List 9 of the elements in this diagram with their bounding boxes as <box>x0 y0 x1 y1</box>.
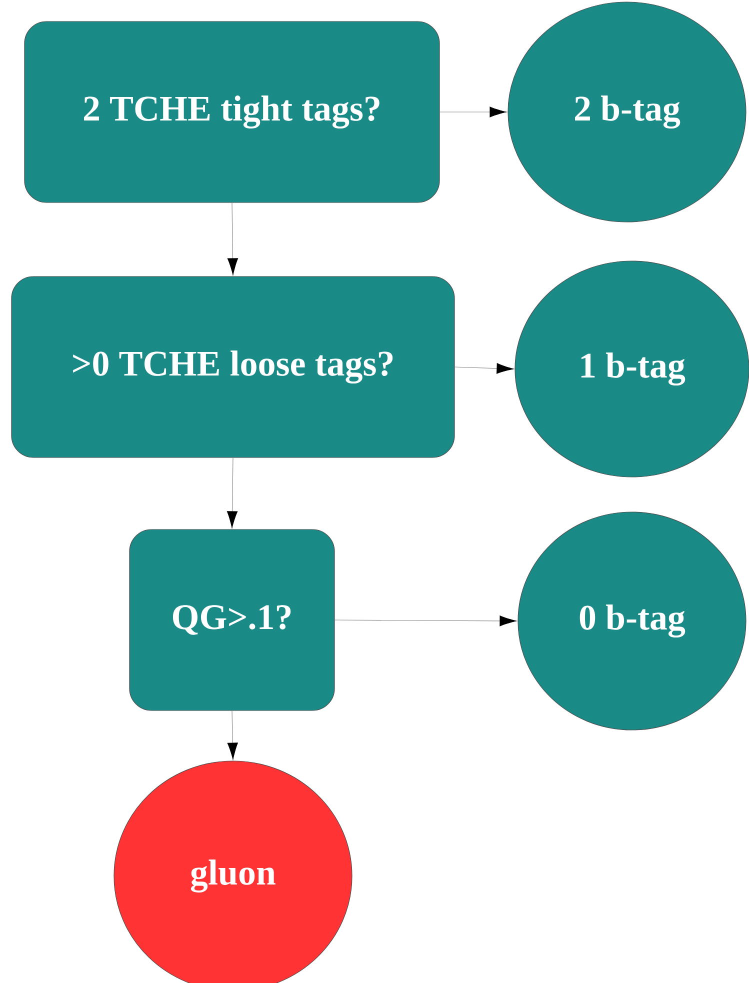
arrow <box>227 710 238 760</box>
arrow <box>226 458 238 528</box>
arrow <box>454 363 514 374</box>
decision-box: QG>.1? <box>129 529 335 711</box>
arrow <box>227 202 238 275</box>
decision-box: >0 TCHE loose tags? <box>11 276 455 458</box>
arrow <box>440 106 506 118</box>
decision-box: 2 TCHE tight tags? <box>24 21 440 203</box>
arrow <box>334 616 516 626</box>
